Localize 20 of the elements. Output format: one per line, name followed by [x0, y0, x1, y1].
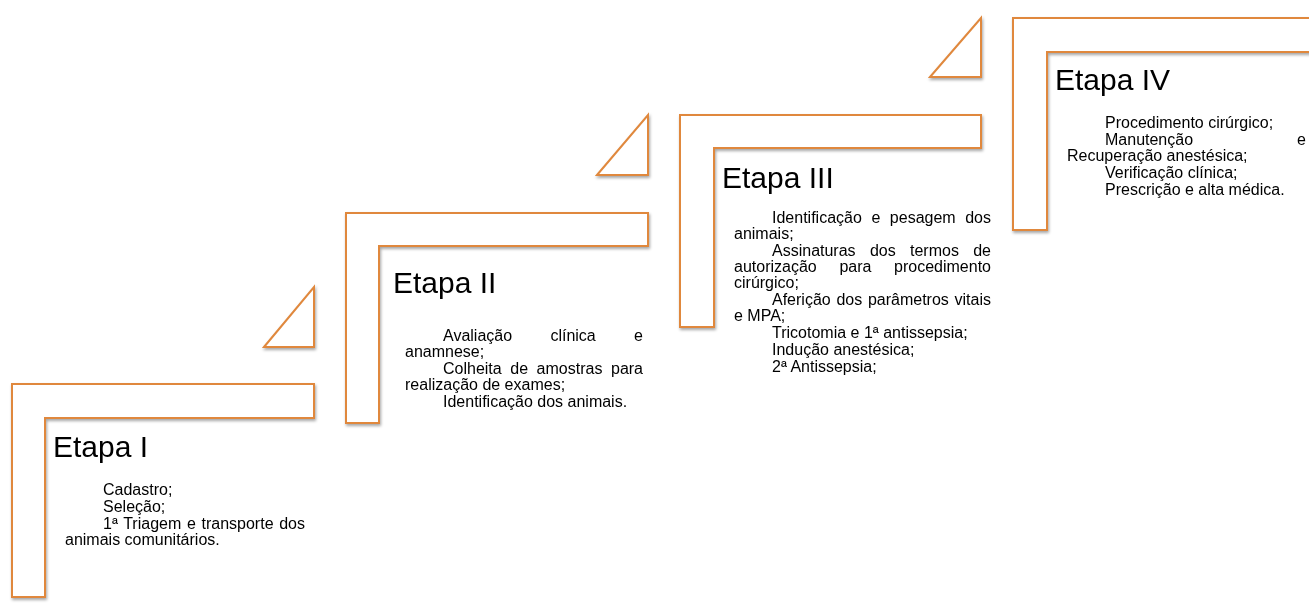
- step-item: Identificação dos animais.: [442, 394, 629, 410]
- step-item: Aferição dos parâmetros vitais e MPA;: [734, 292, 991, 324]
- step-item: Verificação clínica;: [1104, 165, 1239, 181]
- step-heading: Etapa II: [393, 266, 497, 300]
- step-heading: Etapa IV: [1055, 63, 1171, 97]
- step-item: Cadastro;: [102, 482, 174, 498]
- step-item: 2ª Antissepsia;: [771, 359, 878, 375]
- step-item: Procedimento cirúrgico;: [1104, 115, 1275, 131]
- step-item: Identificação e pesagem dos animais;: [734, 210, 991, 242]
- step-item: Indução anestésica;: [771, 342, 916, 358]
- step-heading: Etapa III: [722, 161, 834, 195]
- step-heading: Etapa I: [53, 430, 149, 464]
- step-item: Seleção;: [102, 499, 167, 515]
- step-item: Prescrição e alta médica.: [1104, 182, 1286, 198]
- step-item: Colheita de amostras para realização de exames;: [405, 361, 643, 393]
- step-item: 1ª Triagem e transporte dos animais comunitários.: [65, 516, 305, 548]
- step-item: Tricotomia e 1ª antissepsia;: [771, 325, 969, 341]
- step-item: Avaliação clínica e anamnese;: [405, 328, 643, 360]
- step-item: Assinaturas dos termos de autorização para procedimento cirúrgico;: [734, 243, 991, 291]
- step-item: Manutenção e Recuperação anestésica;: [1067, 132, 1306, 164]
